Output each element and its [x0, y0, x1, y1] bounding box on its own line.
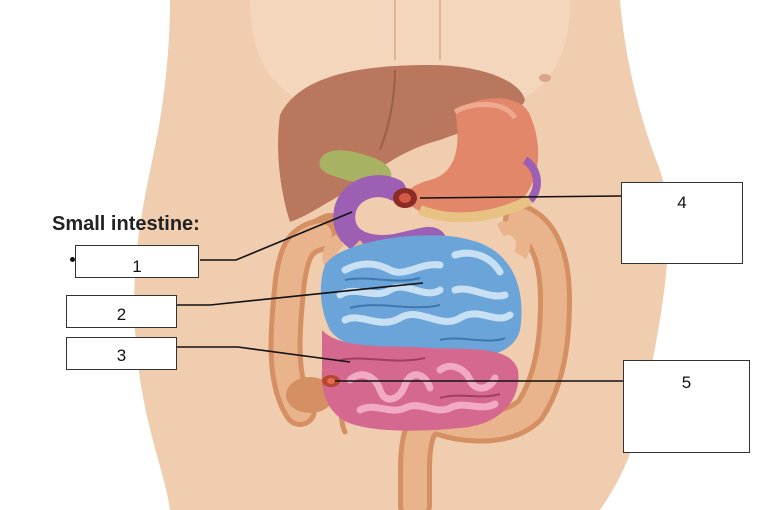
jejunum: [320, 235, 522, 358]
stomach: [406, 98, 539, 220]
small-intestine-heading: Small intestine:: [52, 213, 200, 235]
label-box-1[interactable]: 1: [75, 245, 199, 278]
label-box-4[interactable]: 4: [621, 182, 743, 264]
label-box-2[interactable]: 2: [66, 295, 177, 328]
bullet-dot: [70, 257, 75, 262]
liver: [278, 65, 525, 222]
leader-lines: [177, 195, 623, 382]
label-box-5[interactable]: 5: [623, 360, 750, 453]
label-box-3[interactable]: 3: [66, 337, 177, 370]
